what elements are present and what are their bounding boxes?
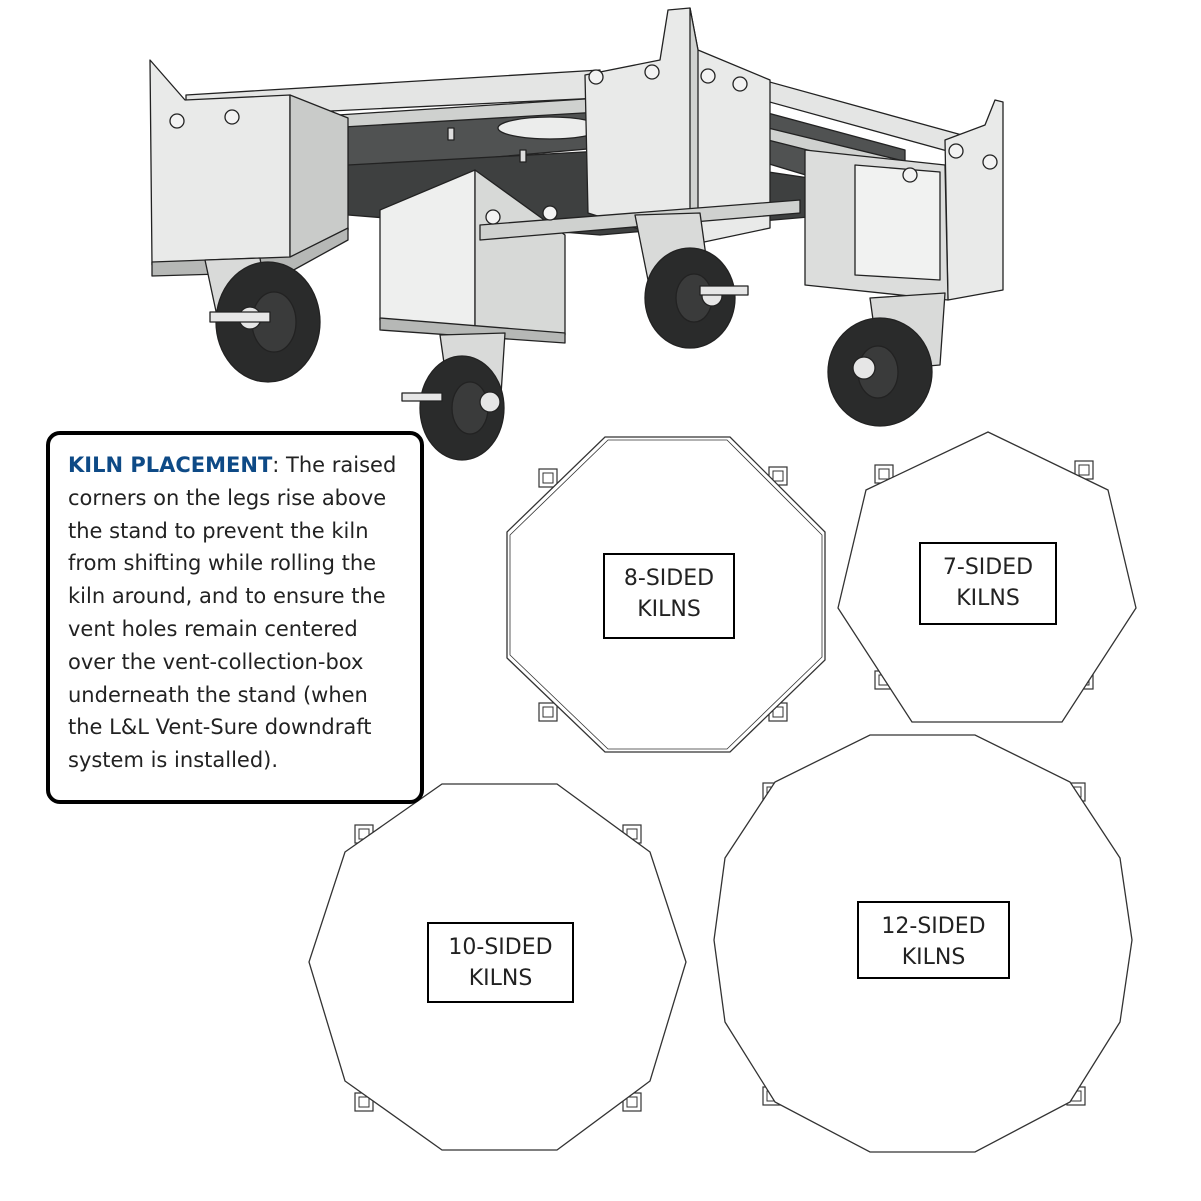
leg-front-left-base [151,227,349,277]
kiln-label-10-sided: 10-SIDED KILNS [427,922,574,1003]
leg-front-center-base [379,317,566,344]
leg-right-front-inner [854,164,941,281]
caster-front-left [204,257,321,383]
kiln-label-7-line2: KILNS [956,586,1020,611]
caster-center-back [634,212,749,349]
caster-far-right [827,292,946,427]
kiln-label-12-sided: 12-SIDED KILNS [857,901,1010,979]
kiln-label-7-line1: 7-SIDED [942,555,1034,580]
slot-right [519,149,527,163]
bolts [169,64,998,225]
kiln-label-7-sided: 7-SIDED KILNS [919,542,1057,625]
kiln-label-12-line1: 12-SIDED [881,914,986,939]
slot-left [447,127,455,141]
kiln-label-8-sided: 8-SIDED KILNS [603,553,735,639]
kiln-label-12-line2: KILNS [901,945,966,970]
kiln-label-8-line1: 8-SIDED [623,566,715,591]
callout-heading: KILN PLACEMENT [68,453,273,477]
kiln-placement-callout: KILN PLACEMENT: The raised corners on th… [46,431,424,804]
caster-front-center [401,332,506,461]
callout-body: : The raised corners on the legs rise ab… [68,453,397,773]
kiln-label-10-line1: 10-SIDED [448,935,553,960]
kiln-label-8-line2: KILNS [637,597,701,622]
leg-far-right [944,99,1004,301]
kiln-stand-illustration [149,7,1004,461]
kiln-label-10-line2: KILNS [468,966,533,991]
